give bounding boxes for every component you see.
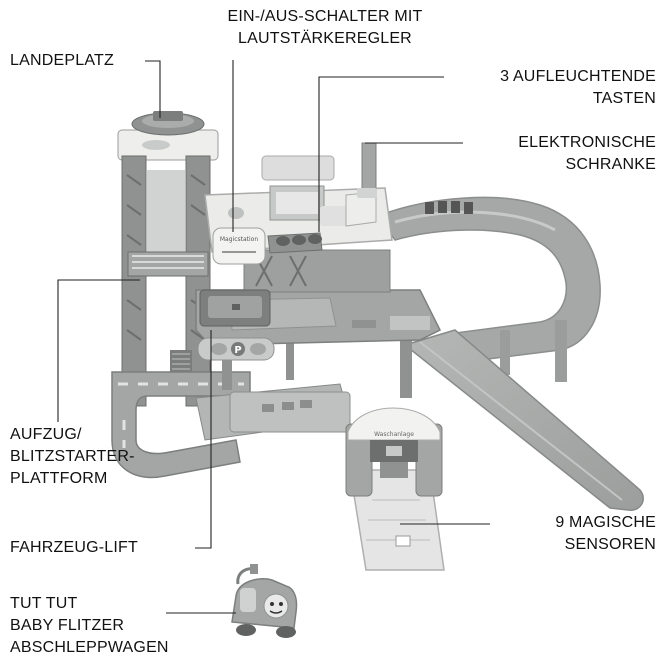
label-schranke: ELEKTRONISCHE SCHRANKE (518, 132, 656, 176)
leader-fahrzeug-lift (195, 330, 212, 549)
landing-tower (117, 111, 219, 407)
label-aufzug-line-1: AUFZUG/ (10, 426, 82, 443)
leader-lines (57, 60, 490, 614)
parking-sign: P (234, 345, 241, 356)
label-tasten-line-2: TASTEN (592, 90, 656, 107)
label-leuchttasten: 3 AUFLEUCHTENDE TASTEN (500, 66, 656, 110)
label-aufzug-line-2: BLITZSTARTER- (10, 448, 135, 465)
label-tasten-line-1: 3 AUFLEUCHTENDE (500, 68, 656, 85)
central-building: Magicstation P (195, 142, 442, 398)
label-ein-aus-line-2: LAUTSTÄRKEREGLER (238, 30, 412, 47)
label-abschleppwagen: TUT TUT BABY FLITZER ABSCHLEPPWAGEN (10, 593, 169, 659)
car-wash: Waschanlage (345, 407, 445, 571)
label-fahrzeug-lift: FAHRZEUG-LIFT (10, 537, 138, 559)
label-aufzug: AUFZUG/ BLITZSTARTER- PLATTFORM (10, 424, 135, 490)
leader-landeplatz (145, 60, 161, 118)
tow-truck (231, 564, 298, 638)
curved-track (376, 196, 601, 382)
label-landeplatz: LANDEPLATZ (10, 50, 114, 72)
leader-aufzug (57, 279, 140, 422)
label-landeplatz-text: LANDEPLATZ (10, 52, 114, 69)
label-abschleppwagen-line-2: BABY FLITZER (10, 617, 125, 634)
car-wash-sign-text: Waschanlage (374, 431, 414, 438)
station-sign-text: Magicstation (220, 236, 258, 243)
label-fahrzeug-lift-text: FAHRZEUG-LIFT (10, 539, 138, 556)
label-schranke-line-1: ELEKTRONISCHE (518, 134, 656, 151)
label-aufzug-line-3: PLATTFORM (10, 470, 108, 487)
base-track (111, 371, 351, 478)
slide-ramp (403, 329, 644, 511)
label-ein-aus-line-1: EIN-/AUS-SCHALTER MIT (227, 8, 423, 25)
label-sensoren-line-2: SENSOREN (564, 536, 656, 553)
label-abschleppwagen-line-3: ABSCHLEPPWAGEN (10, 639, 169, 656)
label-sensoren-line-1: 9 MAGISCHE (555, 514, 656, 531)
leader-tasten (318, 76, 444, 232)
label-ein-aus-schalter: EIN-/AUS-SCHALTER MIT LAUTSTÄRKEREGLER (190, 6, 460, 50)
label-sensoren: 9 MAGISCHE SENSOREN (555, 512, 656, 556)
label-abschleppwagen-line-1: TUT TUT (10, 595, 78, 612)
label-schranke-line-2: SCHRANKE (565, 156, 656, 173)
